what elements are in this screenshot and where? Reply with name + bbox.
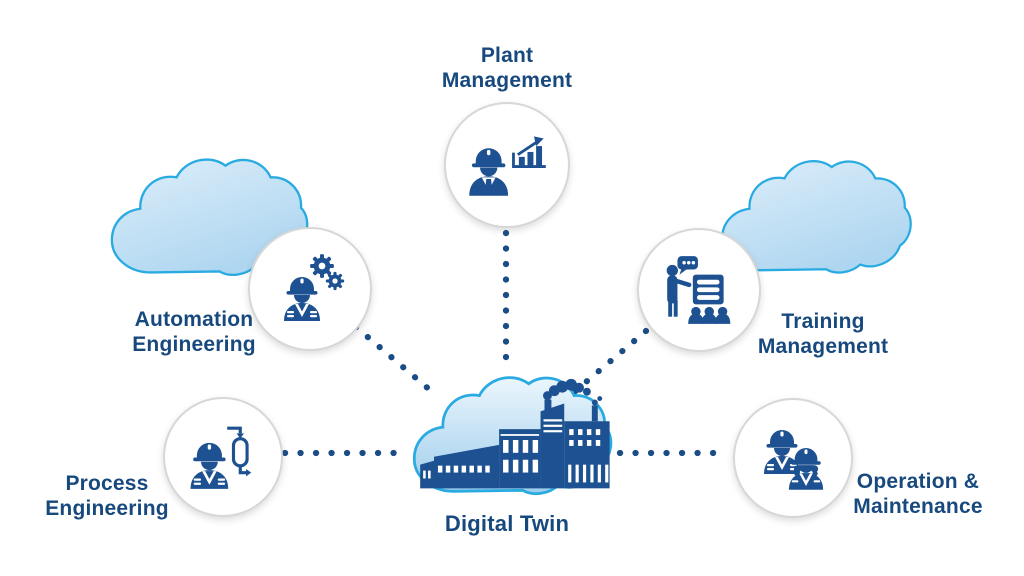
operation-maintenance-label: Operation & Maintenance (853, 470, 983, 518)
automation-engineering-label: Automation Engineering (132, 308, 256, 356)
digital-twin-label: Digital Twin (444, 511, 570, 536)
factory-icon (420, 378, 610, 489)
operation-maintenance-node (733, 398, 853, 518)
engineer-with-process-vessel-icon (190, 426, 252, 489)
plant-management-node (444, 102, 570, 228)
training-management-node (637, 228, 761, 352)
digital-twin-cloud (412, 376, 613, 496)
engineer-with-gears-icon (284, 254, 345, 321)
two-maintenance-workers-icon (764, 430, 824, 490)
trainer-with-audience-icon (666, 256, 731, 324)
automation-engineering-node (248, 227, 372, 351)
process-engineering-label: Process Engineering (45, 472, 169, 520)
training-management-label: Training Management (757, 310, 889, 358)
manager-with-bar-chart-icon (469, 135, 546, 196)
plant-management-label: Plant Management (441, 44, 573, 92)
process-engineering-node (163, 397, 283, 517)
